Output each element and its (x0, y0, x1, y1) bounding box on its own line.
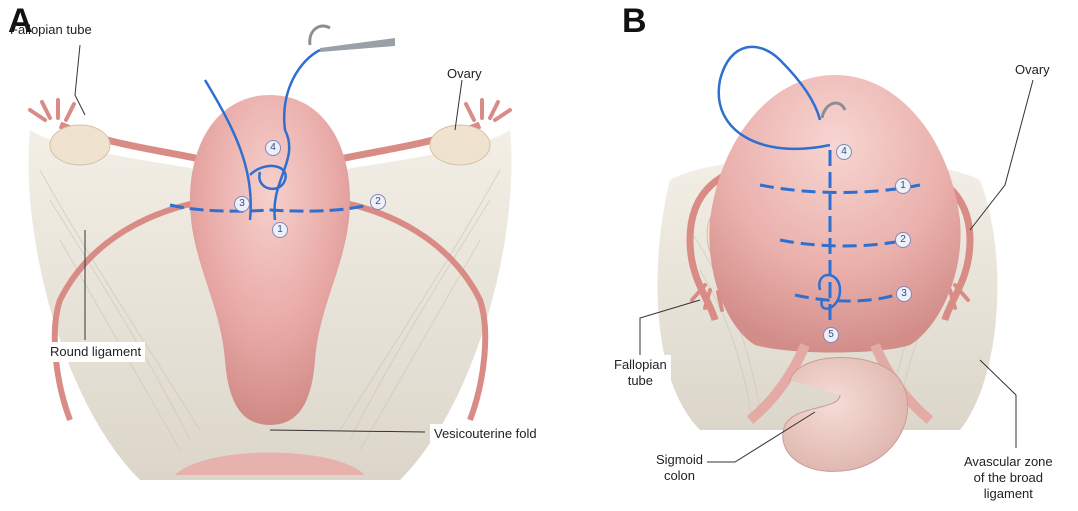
panel-a: A Fallopian tube Ovary Round ligament Ve… (0, 0, 540, 511)
fimbriae-right (466, 100, 510, 120)
suture-number-4-b: 4 (836, 144, 852, 160)
panel-b: B Ovary Fallopian tube Sigmoid colon Ava… (540, 0, 1078, 511)
panel-b-illustration (540, 0, 1078, 511)
label-ovary-a: Ovary (447, 66, 482, 82)
needle (310, 26, 330, 45)
label-round-ligament: Round ligament (46, 342, 145, 362)
suture-number-3-b: 3 (896, 286, 912, 302)
leader-fallopian-tube (75, 45, 85, 115)
suture-number-2-a: 2 (370, 194, 386, 210)
ovary-right (430, 125, 490, 165)
suture-number-5-b: 5 (823, 327, 839, 343)
ovary-left (50, 125, 110, 165)
label-avascular-zone: Avascular zone of the broad ligament (960, 452, 1057, 504)
suture-number-1-a: 1 (272, 222, 288, 238)
label-fallopian-tube-b: Fallopian tube (610, 355, 671, 391)
label-ovary-b: Ovary (1015, 62, 1050, 78)
suture-number-2-b: 2 (895, 232, 911, 248)
label-fallopian-tube-a: Fallopian tube (10, 22, 92, 38)
label-sigmoid-colon: Sigmoid colon (652, 450, 707, 486)
suture-number-1-b: 1 (895, 178, 911, 194)
sigmoid-colon (783, 358, 908, 472)
suture-number-4-a: 4 (265, 140, 281, 156)
leader-ovary (455, 80, 462, 130)
suture-number-3-a: 3 (234, 196, 250, 212)
label-vesicouterine-fold: Vesicouterine fold (430, 424, 541, 444)
uterus-b (709, 75, 960, 353)
needle-holder (320, 38, 395, 52)
fimbriae-left (30, 100, 74, 120)
panel-label-b: B (622, 4, 647, 38)
